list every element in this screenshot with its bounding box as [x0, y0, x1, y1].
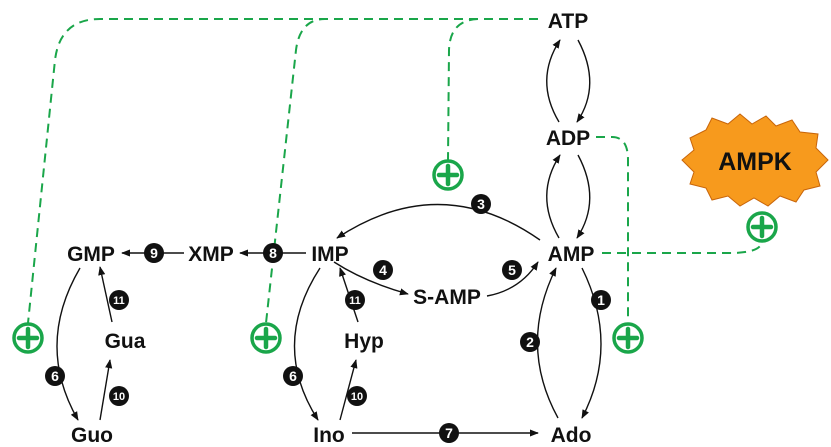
amp-to-adp-arrow: [546, 154, 561, 239]
svg-text:6: 6: [289, 368, 297, 384]
step-badge-6-guanosine: 6: [45, 366, 65, 386]
svg-text:10: 10: [113, 391, 125, 403]
samp-to-amp-arrow: [486, 261, 539, 297]
step-badge-4: 4: [373, 260, 393, 280]
svg-text:9: 9: [150, 245, 158, 261]
s-amp-label: S-AMP: [413, 286, 481, 309]
step-badge-2: 2: [520, 332, 540, 352]
svg-text:7: 7: [445, 425, 453, 441]
ino-to-hyp-arrow: [339, 359, 358, 421]
step-badge-8: 8: [263, 243, 283, 263]
amp-to-ado-arrow: [581, 267, 602, 419]
step-badge-1: 1: [591, 290, 611, 310]
imp-to-ino-arrow: [293, 267, 321, 421]
step-badges: 1 2 3 4 5 6 6 7: [45, 194, 611, 443]
step-badge-6-inosine: 6: [283, 366, 303, 386]
step-badge-11-hypoxanthine: 11: [345, 290, 365, 310]
adp-label: ADP: [546, 127, 590, 150]
atp-to-amp-activation-line: [447, 18, 538, 161]
gua-label: Gua: [105, 330, 146, 353]
svg-text:2: 2: [526, 334, 534, 350]
svg-text:10: 10: [351, 391, 363, 403]
gua-to-gmp-arrow: [98, 266, 113, 323]
step-badge-7: 7: [439, 423, 459, 443]
imp-to-samp-arrow: [333, 261, 409, 296]
amp-to-ampk-activation-line: [602, 241, 763, 254]
step-badge-10-inosine: 10: [347, 386, 367, 406]
step-badge-3: 3: [471, 194, 491, 214]
activation-badges: [12, 159, 778, 354]
metabolite-labels: ATP ADP AMP IMP XMP GMP S-AMP Gua Hyp Gu…: [67, 10, 594, 447]
adp-to-amp-arrow: [576, 154, 591, 239]
plus-icon-amp-step1: [612, 322, 644, 354]
svg-text:11: 11: [349, 295, 361, 307]
step-badge-9: 9: [144, 243, 164, 263]
gmp-label: GMP: [67, 243, 115, 266]
guo-to-gua-arrow: [99, 359, 113, 421]
ampk-burst: AMPK: [681, 113, 829, 207]
svg-text:3: 3: [477, 196, 485, 212]
adp-to-ado-activation-line: [596, 136, 629, 322]
svg-text:8: 8: [269, 245, 277, 261]
step-badge-10-guanosine: 10: [109, 386, 129, 406]
reaction-arrows: [56, 39, 602, 437]
amp-label: AMP: [548, 243, 595, 266]
atp-to-adp-arrow: [576, 39, 591, 123]
imp-label: IMP: [311, 243, 348, 266]
svg-text:4: 4: [379, 262, 387, 278]
plus-icon-amp-step3: [432, 159, 464, 191]
ado-to-amp-arrow: [536, 267, 559, 419]
step-badge-5: 5: [502, 260, 522, 280]
atp-to-imp-activation-line: [265, 18, 538, 324]
guo-label: Guo: [71, 424, 113, 447]
ado-label: Ado: [551, 424, 592, 447]
plus-icon-gmp-step6: [12, 322, 44, 354]
ino-label: Ino: [313, 424, 345, 447]
svg-text:5: 5: [508, 262, 516, 278]
gmp-to-guo-arrow: [56, 267, 81, 421]
plus-icon-ampk: [746, 211, 778, 243]
hyp-label: Hyp: [344, 330, 384, 353]
svg-text:1: 1: [597, 292, 605, 308]
atp-label: ATP: [548, 10, 588, 33]
step-badge-11-guanine: 11: [109, 290, 129, 310]
svg-text:6: 6: [51, 368, 59, 384]
xmp-label: XMP: [188, 243, 234, 266]
ampk-starburst-shape: [681, 113, 829, 207]
ampk-label: AMPK: [718, 148, 792, 176]
amp-to-imp-arrow: [336, 203, 541, 241]
activation-links: [27, 18, 763, 324]
adp-to-atp-arrow: [546, 39, 561, 123]
atp-to-gmp-activation-line: [27, 18, 538, 324]
svg-text:11: 11: [113, 295, 125, 307]
plus-icon-imp-step6: [250, 322, 282, 354]
